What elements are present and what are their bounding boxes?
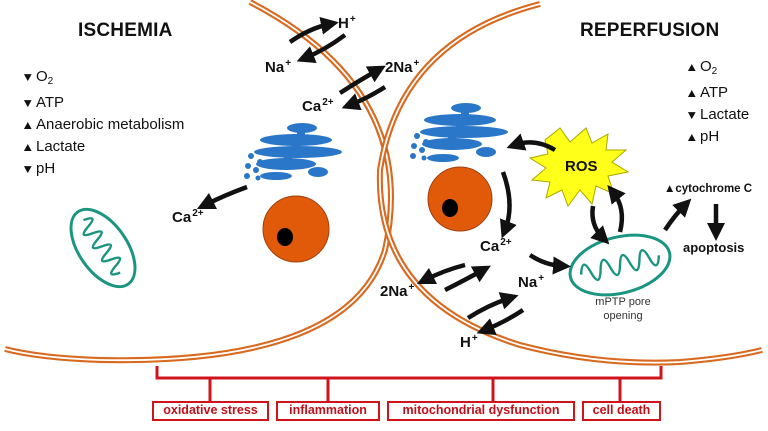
reperfused-cell-membrane — [376, 1, 763, 366]
ischemic-cell-membrane — [4, 0, 394, 364]
arrow-up-icon: ▲ — [664, 183, 676, 195]
arrow-h-to-na — [296, 33, 347, 64]
arrow-na-to-h — [288, 16, 339, 44]
nucleus-right — [427, 166, 493, 232]
ion-ca-release-ischemia: Ca2+ — [172, 208, 204, 226]
ion-ca-exchange-ischemia: Ca2+ — [302, 97, 334, 115]
ischemia-change-o2: ▼O2 — [21, 68, 54, 87]
arrow-ros-to-mito — [590, 205, 610, 245]
arrow-ca-to-mito — [528, 253, 571, 275]
arrow-mito-to-cytochrome — [663, 198, 692, 232]
arrow-up-icon: ▲ — [685, 60, 699, 74]
outcome-mitochondrial-dysfunction: mitochondrial dysfunction — [387, 401, 575, 421]
arrow-up-icon: ▲ — [685, 130, 699, 144]
reperfusion-change-o2: ▲O2 — [685, 58, 718, 77]
arrow-up-icon: ▲ — [685, 86, 699, 100]
arrow-up-icon: ▲ — [21, 118, 35, 132]
reperfusion-changes-list: ▲O2 ▲ATP ▼Lactate ▲pH — [685, 56, 749, 148]
ion-h-ischemia: H+ — [338, 14, 356, 32]
arrow-ca-to-2na — [338, 65, 386, 95]
ischemia-changes-list: ▼O2 ▼ATP ▲Anaerobic metabolism ▲Lactate … — [21, 66, 184, 180]
reperfusion-change-ph: ▲pH — [685, 126, 749, 148]
nucleus-left — [262, 195, 330, 263]
ion-h-reperfusion: H+ — [460, 333, 478, 351]
arrow-down-icon: ▼ — [685, 108, 699, 122]
ischemia-change-atp: ▼ATP — [21, 92, 184, 114]
outcome-bracket — [155, 366, 663, 401]
ion-na-ischemia: Na+ — [265, 58, 292, 76]
arrow-er-to-ca-left — [196, 184, 248, 210]
arrow-down-icon: ▼ — [21, 162, 35, 176]
reperfusion-change-lactate: ▼Lactate — [685, 104, 749, 126]
arrow-2na-to-ca — [341, 85, 387, 111]
ros-label: ROS — [565, 158, 598, 175]
cytochrome-c-label: ▲cytochrome C — [664, 183, 753, 195]
outcome-cell-death: cell death — [582, 401, 661, 421]
mitochondrion-right — [568, 233, 672, 297]
arrow-down-icon: ▼ — [21, 96, 35, 110]
arrow-2na-to-ca-right — [443, 265, 491, 293]
arrow-ca-to-2na-right — [416, 262, 466, 285]
golgi-er-icon-right — [410, 103, 508, 162]
arrow-up-icon: ▲ — [21, 140, 35, 154]
apoptosis-label: apoptosis — [683, 240, 745, 255]
ischemia-title: ISCHEMIA — [78, 20, 173, 41]
mptp-label: mPTP pore opening — [595, 296, 651, 322]
ion-na-reperfusion: Na+ — [518, 273, 545, 291]
arrow-er-to-ca-right — [499, 171, 517, 239]
arrow-down-icon: ▼ — [21, 70, 35, 84]
golgi-er-icon-left — [244, 123, 342, 181]
arrow-ros-to-er — [506, 133, 557, 152]
outcome-oxidative-stress: oxidative stress — [152, 401, 269, 421]
arrow-na-to-h-right — [476, 308, 525, 336]
reperfusion-change-atp: ▲ATP — [685, 82, 749, 104]
ion-2na-ischemia: 2Na+ — [385, 58, 420, 76]
ion-2na-reperfusion: 2Na+ — [380, 282, 415, 300]
ischemia-change-anaerobic: ▲Anaerobic metabolism — [21, 114, 184, 136]
reperfusion-title: REPERFUSION — [580, 20, 720, 41]
outcome-inflammation: inflammation — [276, 401, 380, 421]
arrow-h-to-na-right — [466, 292, 519, 320]
arrows — [196, 16, 725, 336]
ion-ca-reperfusion: Ca2+ — [480, 237, 512, 255]
arrow-mito-to-ros — [607, 185, 626, 233]
mitochondrion-left — [69, 207, 137, 289]
ischemia-change-lactate: ▲Lactate — [21, 136, 184, 158]
ischemia-change-ph: ▼pH — [21, 158, 184, 180]
